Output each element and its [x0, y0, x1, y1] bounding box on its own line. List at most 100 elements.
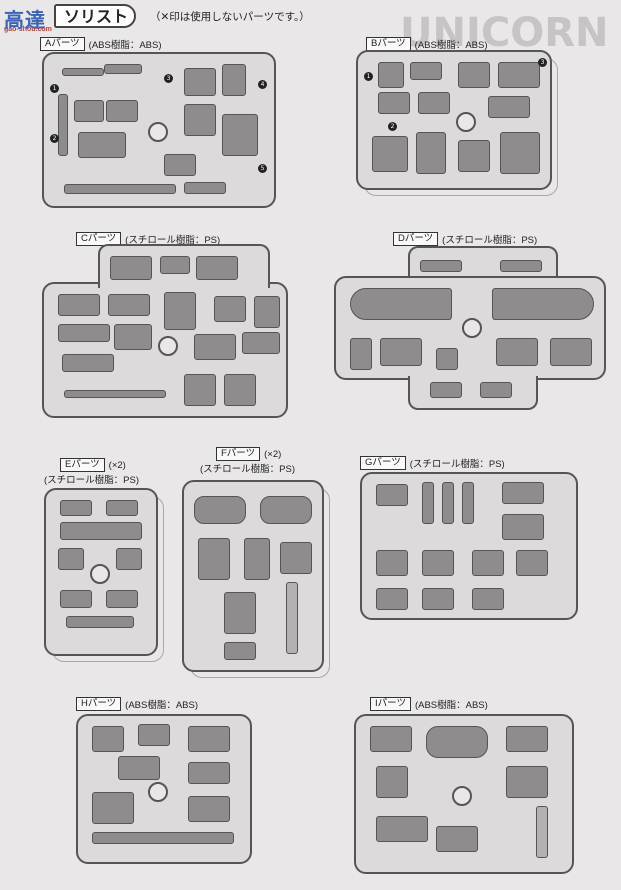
plastic-part: [430, 382, 462, 398]
plastic-part: [422, 482, 434, 524]
runner-d-bottom: [408, 376, 538, 410]
runner-material: (スチロール樹脂：PS): [125, 235, 221, 246]
part-number-marker: 2: [388, 122, 397, 131]
plastic-part: [188, 726, 230, 752]
runner-hub-ring: [462, 318, 482, 338]
plastic-part: [506, 726, 548, 752]
plastic-part: [244, 538, 270, 580]
plastic-part: [418, 92, 450, 114]
plastic-part: [160, 256, 190, 274]
plastic-part: [64, 184, 176, 194]
runner-g: [360, 472, 578, 620]
plastic-part: [380, 338, 422, 366]
plastic-part: [184, 68, 216, 96]
runner-tag: Dパーツ: [393, 232, 439, 246]
plastic-part: [500, 260, 542, 272]
runner-material: (スチロール樹脂：PS): [44, 475, 140, 486]
plastic-part: [108, 294, 150, 316]
plastic-part: [472, 588, 504, 610]
part-number-marker: 1: [364, 72, 373, 81]
plastic-part: [164, 154, 196, 176]
page-title: ソリスト: [54, 4, 136, 28]
plastic-part: [224, 592, 256, 634]
runner-tag: Gパーツ: [360, 456, 406, 470]
runner-i-label: Iパーツ (ABS樹脂：ABS): [370, 697, 488, 711]
plastic-part: [184, 374, 216, 406]
runner-material: (スチロール樹脂：PS): [442, 235, 538, 246]
runner-d-label: Dパーツ (スチロール樹脂：PS): [393, 232, 537, 246]
plastic-part: [472, 550, 504, 576]
plastic-part: [488, 96, 530, 118]
plastic-part: [492, 288, 594, 320]
plastic-part: [426, 726, 488, 758]
plastic-part: [58, 324, 110, 342]
plastic-part: [92, 792, 134, 824]
plastic-part: [214, 296, 246, 322]
plastic-part: [436, 348, 458, 370]
plastic-part: [62, 354, 114, 372]
runner-h-label: Hパーツ (ABS樹脂：ABS): [76, 697, 198, 711]
runner-material: (スチロール樹脂：PS): [200, 464, 296, 475]
plastic-part: [378, 62, 404, 88]
plastic-part: [422, 550, 454, 576]
runner-b: 1 2 3: [356, 50, 558, 196]
plastic-part: [184, 182, 226, 194]
plastic-part: [280, 542, 312, 574]
plastic-part: [498, 62, 540, 88]
site-logo-url: gao-shou.com: [4, 26, 52, 33]
runner-material: (ABS樹脂：ABS): [414, 700, 488, 711]
plastic-part: [164, 292, 196, 330]
plastic-part: [60, 590, 92, 608]
plastic-part: [376, 550, 408, 576]
plastic-part: [60, 500, 92, 516]
plastic-part: [118, 756, 160, 780]
runner-e-label: Eパーツ (×2): [60, 458, 126, 472]
plastic-part: [462, 482, 474, 524]
plastic-part: [416, 132, 446, 174]
plastic-part: [224, 642, 256, 660]
plastic-part: [286, 582, 298, 654]
plastic-part: [116, 548, 142, 570]
runner-material: (ABS樹脂：ABS): [88, 40, 162, 51]
runner-i: [354, 714, 574, 874]
part-number-marker: 1: [50, 84, 59, 93]
plastic-part: [550, 338, 592, 366]
runner-c-label: Cパーツ (スチロール樹脂：PS): [76, 232, 220, 246]
plastic-part: [66, 616, 134, 628]
runner-c: [42, 282, 288, 418]
runner-material: (ABS樹脂：ABS): [414, 40, 488, 51]
plastic-part: [58, 294, 100, 316]
site-logo: 高達: [4, 10, 46, 32]
plastic-part: [64, 390, 166, 398]
runner-d: [334, 276, 606, 380]
runner-count: (×2): [264, 448, 282, 460]
part-number-marker: 5: [258, 164, 267, 173]
plastic-part: [420, 260, 462, 272]
runner-a-label: Aパーツ (ABS樹脂：ABS): [40, 37, 162, 51]
plastic-part: [496, 338, 538, 366]
plastic-part: [114, 324, 152, 350]
runner-f-material: (スチロール樹脂：PS): [200, 461, 295, 475]
runner-tag: Cパーツ: [76, 232, 122, 246]
plastic-part: [224, 374, 256, 406]
plastic-part: [194, 334, 236, 360]
runner-e-material: (スチロール樹脂：PS): [44, 472, 139, 486]
plastic-part: [458, 140, 490, 172]
plastic-part: [104, 64, 142, 74]
plastic-part: [78, 132, 126, 158]
plastic-part: [92, 832, 234, 844]
plastic-part: [106, 590, 138, 608]
runner-hub-ring: [452, 786, 472, 806]
plastic-part: [350, 288, 452, 320]
plastic-part: [188, 796, 230, 822]
runner-tag: Bパーツ: [366, 37, 411, 51]
plastic-part: [198, 538, 230, 580]
plastic-part: [480, 382, 512, 398]
plastic-part: [92, 726, 124, 752]
plastic-part: [106, 500, 138, 516]
plastic-part: [500, 132, 540, 174]
runner-tag: Hパーツ: [76, 697, 122, 711]
plastic-part: [222, 64, 246, 96]
header: 高達 gao-shou.com ソリスト （✕印は使用しないパーツです。）: [0, 0, 621, 34]
part-number-marker: 2: [50, 134, 59, 143]
